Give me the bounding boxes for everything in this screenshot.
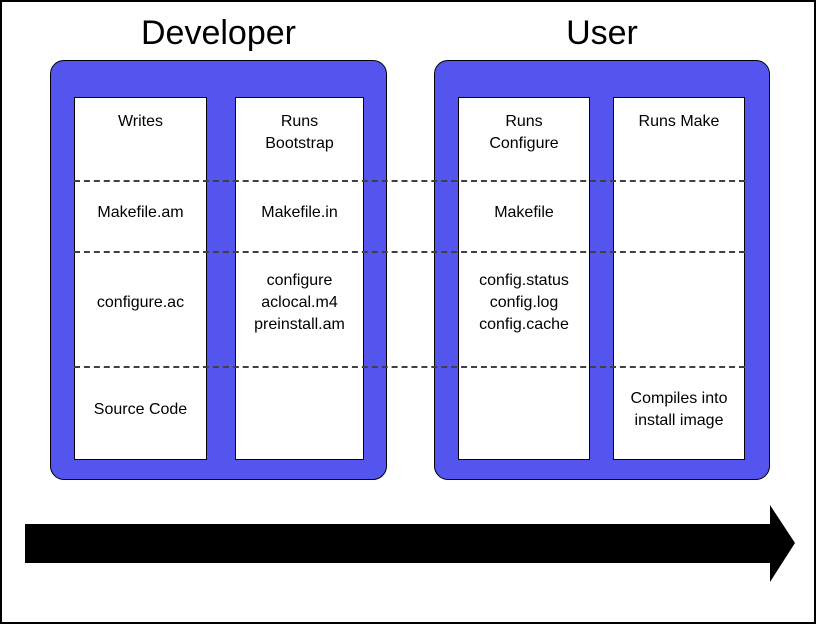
cell [459,369,589,459]
cell: Compiles into install image [630,390,728,429]
cell [236,369,363,459]
user-section-title: User [566,14,638,52]
cell: configure.ac [96,294,185,311]
column-runs-configure: Runs Configure Makefile config.status co… [458,97,590,460]
cell: Makefile.am [97,203,184,221]
column-writes: Writes Makefile.am configure.ac Source C… [74,97,207,460]
right-arrow-icon [25,505,795,582]
column-runs-bootstrap: Runs Bootstrap Makefile.in configure acl… [235,97,364,460]
dashed-divider [74,251,745,253]
column-runs-make: Runs Make Compiles into install image [613,97,745,460]
cell: Source Code [93,401,188,418]
cell [614,182,744,255]
dashed-divider [74,366,745,368]
cell: Makefile [494,203,554,221]
cell: Runs Bootstrap [265,113,334,152]
cell: Writes [117,113,164,130]
cell: configure aclocal.m4 preinstall.am [254,272,345,333]
cell: Runs Make [638,113,720,130]
developer-section-title: Developer [141,14,296,52]
cell: Makefile.in [261,203,338,221]
cell [614,255,744,369]
dashed-divider [74,180,745,182]
cell: config.status config.log config.cache [479,272,569,333]
cell: Runs Configure [489,113,559,152]
